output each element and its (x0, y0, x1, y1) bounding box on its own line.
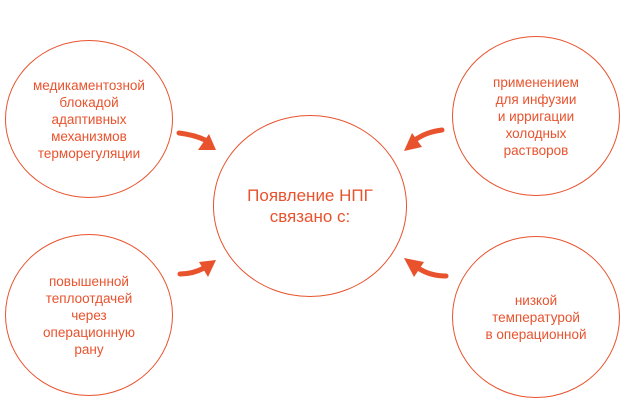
bottom-left-circle: повышенной теплоотдачей через операционн… (5, 234, 173, 396)
top-right-label: применением для инфузии и ирригации холо… (493, 74, 579, 158)
arrow-top-left-to-center (176, 130, 216, 150)
arrow-bottom-left-to-center (177, 260, 216, 277)
arrow-top-right-to-center (404, 127, 445, 151)
top-right-circle: применением для инфузии и ирригации холо… (452, 36, 620, 196)
center-circle: Появление НПГ связано с: (213, 115, 407, 297)
center-label: Появление НПГ связано с: (247, 186, 373, 226)
bottom-right-label: низкой температурой в операционной (485, 292, 587, 342)
arrow-bottom-right-to-center (404, 258, 449, 279)
top-left-label: медикаментозной блокадой адаптивных меха… (33, 77, 145, 161)
bottom-right-circle: низкой температурой в операционной (452, 236, 620, 398)
top-left-circle: медикаментозной блокадой адаптивных меха… (5, 40, 173, 198)
bottom-left-label: повышенной теплоотдачей через операционн… (43, 273, 135, 357)
